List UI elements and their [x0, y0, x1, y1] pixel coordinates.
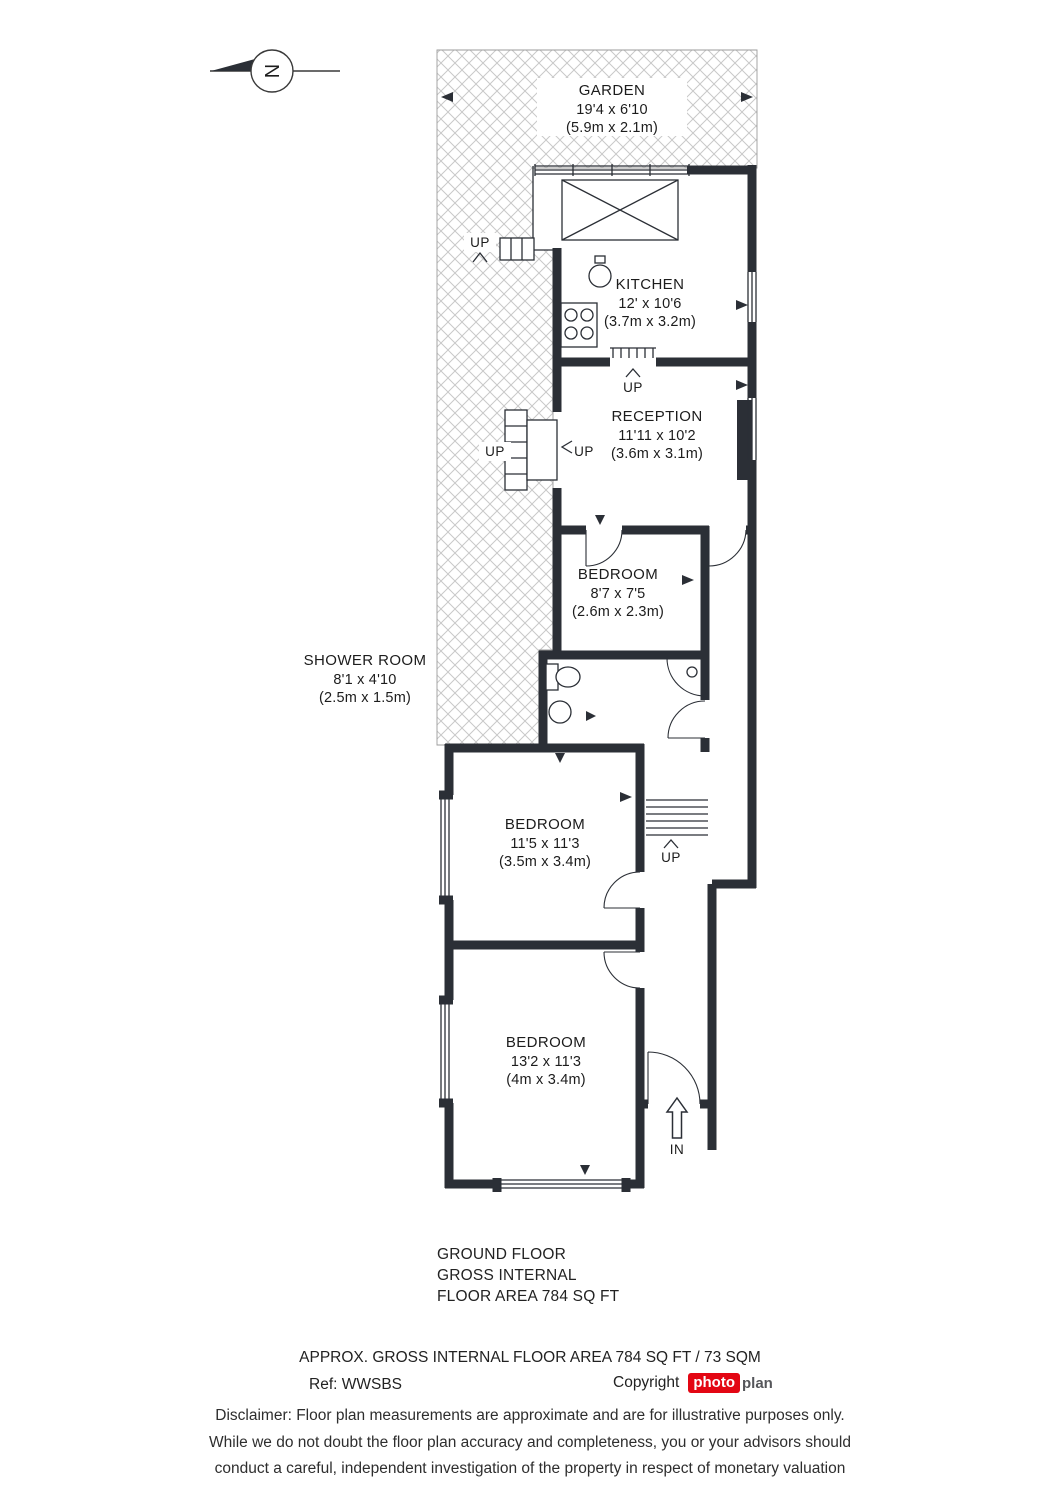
disclaimer: Disclaimer: Floor plan measurements are …	[0, 1403, 1060, 1483]
up-label-porch-outside: UP	[485, 444, 505, 459]
porch-step-treads	[505, 425, 527, 475]
rooflight-glazing	[561, 179, 679, 241]
garden-step-treads	[510, 238, 523, 260]
disclaimer-line-2: While we do not doubt the floor plan acc…	[209, 1433, 851, 1451]
bedroom2-label: BEDROOM 11'5 x 11'3 (3.5m x 3.4m)	[499, 816, 591, 870]
bedroom2-dims-imperial: 11'5 x 11'3	[510, 836, 579, 852]
up-label-kitchen-stairs: UP	[623, 380, 643, 395]
reception-name: RECEPTION	[611, 408, 702, 425]
toilet	[545, 663, 581, 691]
stove-burner	[564, 308, 578, 322]
compass-circle	[250, 49, 294, 93]
reception-dims-metric: (3.6m x 3.1m)	[611, 446, 703, 462]
summary-line-3: FLOOR AREA 784 SQ FT	[437, 1288, 620, 1305]
stove-body	[560, 302, 598, 348]
stair-treads	[646, 799, 708, 836]
approx-area-line: APPROX. GROSS INTERNAL FLOOR AREA 784 SQ…	[299, 1349, 761, 1366]
reception-dims-imperial: 11'11 x 10'2	[618, 428, 696, 444]
floorplan-svg: N	[210, 49, 758, 1192]
up-label-corridor-stairs: UP	[661, 850, 681, 865]
garden-step-block	[499, 237, 535, 261]
stove-burner	[580, 308, 594, 322]
stairs-up-arrow	[663, 839, 679, 849]
shower-label-bg	[296, 650, 436, 708]
garden-steps	[472, 237, 535, 263]
compass-north-letter: N	[262, 64, 284, 78]
logo-plan: plan	[742, 1374, 773, 1392]
door-arcs	[585, 529, 747, 1105]
compass: N	[210, 49, 340, 93]
shower-room-label: SHOWER ROOM 8'1 x 4'10 (2.5m x 1.5m)	[304, 652, 427, 706]
label-bg	[479, 442, 511, 461]
stairs-up-corridor	[646, 799, 708, 849]
toilet-bowl	[555, 666, 581, 688]
disclaimer-line-3: conduct a careful, independent investiga…	[214, 1460, 846, 1477]
rooflight-frame	[561, 179, 679, 241]
stairs-up-kitchen	[610, 347, 656, 378]
garden-dims-imperial: 19'4 x 6'10	[576, 102, 647, 118]
logo-photo: photo	[688, 1373, 740, 1393]
garden-up-arrow	[472, 251, 488, 263]
bedroom3-dims-imperial: 13'2 x 11'3	[511, 1054, 581, 1070]
bedroom3-name: BEDROOM	[506, 1034, 586, 1051]
compass-arrow	[211, 59, 255, 71]
shower-room-dims-imperial: 8'1 x 4'10	[333, 672, 396, 688]
chimney-breast	[737, 400, 752, 480]
bedroom1-label: BEDROOM 8'7 x 7'5 (2.6m x 2.3m)	[572, 566, 664, 620]
building-walls	[439, 165, 757, 1192]
up-label-porch-inside: UP	[574, 444, 594, 459]
floor-summary: GROUND FLOOR GROSS INTERNAL FLOOR AREA 7…	[437, 1244, 619, 1307]
stove	[560, 302, 598, 348]
stairs-up-arrow	[625, 368, 641, 378]
bedroom2-dims-metric: (3.5m x 3.4m)	[499, 854, 591, 870]
garden-dims-metric: (5.9m x 2.1m)	[566, 120, 658, 136]
wash-basin	[548, 700, 572, 724]
bedroom1-name: BEDROOM	[578, 566, 658, 583]
garden-name: GARDEN	[579, 82, 646, 99]
bedroom1-dims-imperial: 8'7 x 7'5	[591, 586, 646, 602]
bedroom3-label: BEDROOM 13'2 x 11'3 (4m x 3.4m)	[506, 1034, 586, 1088]
entrance-porch-steps	[504, 409, 573, 491]
stair-treads	[610, 347, 656, 358]
bedroom2-name: BEDROOM	[505, 816, 585, 833]
copyright-label: Copyright	[613, 1374, 680, 1391]
kitchen-dims-imperial: 12' x 10'6	[618, 296, 681, 312]
kitchen-sink	[588, 255, 612, 288]
in-label-entrance: IN	[670, 1142, 685, 1157]
bedroom1-dims-metric: (2.6m x 2.3m)	[572, 604, 664, 620]
garden-label: GARDEN 19'4 x 6'10 (5.9m x 2.1m)	[566, 82, 658, 136]
shower-room-name: SHOWER ROOM	[304, 652, 427, 669]
stove-burner	[564, 326, 578, 340]
disclaimer-line-1: Disclaimer: Floor plan measurements are …	[215, 1407, 845, 1424]
label-bg	[464, 233, 496, 252]
kitchen-name: KITCHEN	[616, 276, 685, 293]
porch-landing	[526, 419, 558, 481]
kitchen-dims-metric: (3.7m x 3.2m)	[604, 314, 696, 330]
conservatory-rooflight	[561, 179, 679, 241]
porch-direction-arrow	[560, 440, 573, 454]
stove-burner	[580, 326, 594, 340]
windows	[440, 164, 757, 1189]
shower-drain	[686, 666, 698, 678]
garden-label-bg	[537, 78, 687, 136]
up-label-garden-steps: UP	[470, 235, 490, 250]
reference-code: Ref: WWSBS	[309, 1376, 403, 1393]
shower-room-dims-metric: (2.5m x 1.5m)	[319, 690, 411, 706]
entrance-arrow	[665, 1096, 689, 1139]
reception-label: RECEPTION 11'11 x 10'2 (3.6m x 3.1m)	[611, 408, 703, 462]
summary-line-2: GROSS INTERNAL	[437, 1267, 577, 1284]
summary-line-1: GROUND FLOOR	[437, 1246, 566, 1263]
garden-hatch	[437, 650, 539, 745]
kitchen-label: KITCHEN 12' x 10'6 (3.7m x 3.2m)	[604, 276, 696, 330]
sink-tap	[594, 255, 606, 264]
sink-bowl	[588, 264, 612, 288]
bedroom3-dims-metric: (4m x 3.4m)	[506, 1072, 586, 1088]
